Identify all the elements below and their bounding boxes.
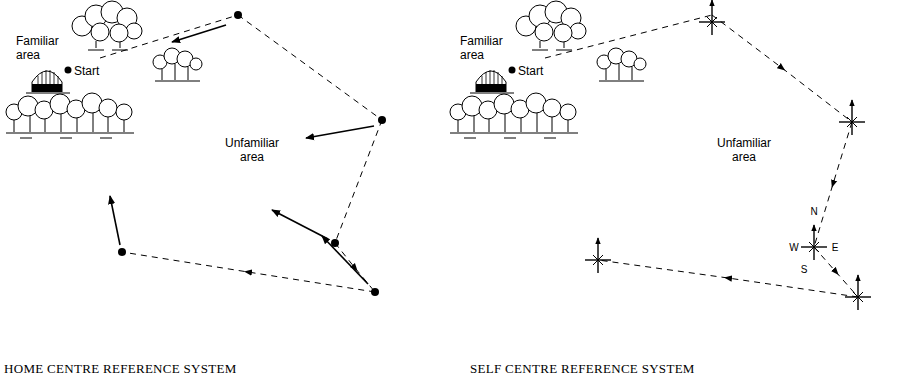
familiar-area-scene — [450, 1, 646, 138]
familiar-area-scene — [6, 1, 202, 138]
region-label: Unfamiliar area — [704, 136, 784, 164]
compass-letter: N — [808, 206, 820, 217]
waypoint-dots — [118, 11, 386, 296]
outward-path — [100, 15, 382, 292]
start-label: Start — [518, 64, 558, 78]
compass-letter: W — [789, 242, 799, 253]
region-label: Unfamiliar area — [212, 136, 292, 164]
start-label: Start — [74, 64, 114, 78]
panel-caption: HOME CENTRE REFERENCE SYSTEM — [4, 362, 237, 376]
region-label: Familiar area — [16, 34, 68, 62]
panel-caption: SELF CENTRE REFERENCE SYSTEM — [470, 362, 695, 376]
compass-rose — [585, 0, 871, 310]
compass-letter: E — [830, 242, 840, 253]
region-label: Familiar area — [460, 34, 512, 62]
outward-path — [545, 15, 858, 297]
compass-letter: S — [798, 264, 810, 275]
homeward-vectors — [110, 25, 374, 284]
